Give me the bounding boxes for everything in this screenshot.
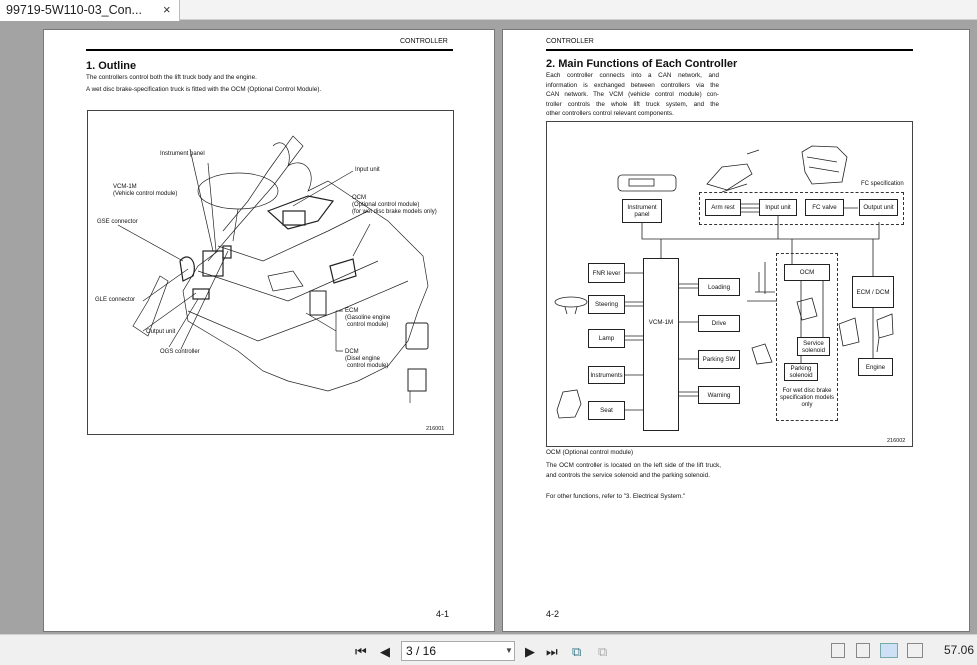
box-parking-sw: Parking SW bbox=[698, 350, 740, 369]
box-input-unit: Input unit bbox=[759, 199, 797, 216]
paragraph: The controllers control both the lift tr… bbox=[86, 74, 257, 81]
zoom-level[interactable]: 57.06 bbox=[944, 643, 975, 657]
close-tab-icon[interactable]: × bbox=[163, 2, 171, 17]
label-dcm-sub2: control module) bbox=[347, 363, 389, 369]
box-parking-solenoid: Parking solenoid bbox=[784, 363, 818, 381]
header-rule bbox=[86, 49, 453, 51]
label-ocm-sub2: (for wet disc brake models only) bbox=[352, 209, 437, 215]
box-loading: Loading bbox=[698, 278, 740, 296]
page-number: 4-1 bbox=[436, 609, 450, 619]
two-page-continuous-icon[interactable] bbox=[907, 643, 923, 658]
controller-block-diagram: FC specification Instrument panel Arm re… bbox=[546, 121, 913, 447]
continuous-icon[interactable] bbox=[856, 643, 870, 658]
prev-page-icon[interactable]: ◀ bbox=[380, 644, 390, 659]
section-title: 2. Main Functions of Each Controller bbox=[546, 58, 738, 70]
document-tab[interactable]: 99719-5W110-03_Con... bbox=[0, 0, 180, 21]
box-output-unit: Output unit bbox=[859, 199, 898, 216]
page-header: CONTROLLER bbox=[546, 38, 594, 45]
box-ocm: OCM bbox=[784, 264, 830, 281]
box-engine: Engine bbox=[858, 358, 893, 376]
wet-disc-note: For wet disc brake specification models … bbox=[779, 388, 835, 408]
first-page-icon[interactable]: ⏮ bbox=[355, 644, 367, 659]
fc-spec-group bbox=[699, 192, 904, 225]
box-drive: Drive bbox=[698, 315, 740, 332]
text-line: troller controls the whole lift truck sy… bbox=[546, 100, 719, 108]
text-line: other controllers control relevant compo… bbox=[546, 110, 674, 118]
box-seat: Seat bbox=[588, 401, 625, 420]
figure-caption: OCM (Optional control module) bbox=[546, 449, 634, 456]
tab-bar: 99719-5W110-03_Con... × bbox=[0, 0, 977, 21]
box-lamp: Lamp bbox=[588, 329, 625, 348]
box-instrument-panel: Instrument panel bbox=[622, 199, 662, 223]
two-page-icon[interactable] bbox=[880, 643, 898, 658]
label-vcm-sub: (Vehicle control module) bbox=[113, 191, 178, 197]
chevron-down-icon[interactable]: ▼ bbox=[505, 646, 513, 655]
label-gle-connector: GLE connector bbox=[95, 297, 136, 303]
label-output-unit: Output unit bbox=[146, 329, 176, 335]
next-page-icon[interactable]: ▶ bbox=[525, 644, 535, 659]
label-ogs-controller: OGS controller bbox=[160, 349, 200, 355]
text-line: information is exchanged between control… bbox=[546, 81, 719, 89]
box-warning: Warning bbox=[698, 386, 740, 404]
fit-page-icon[interactable]: ⧉ bbox=[572, 644, 582, 659]
forklift-illustration bbox=[117, 135, 429, 403]
box-vcm: VCM-1M bbox=[643, 258, 679, 431]
label-ocm: OCM bbox=[352, 195, 366, 201]
label-vcm: VCM-1M bbox=[113, 184, 137, 190]
box-steering: Steering bbox=[588, 295, 625, 314]
page-number-input[interactable]: 3 / 16 bbox=[401, 641, 515, 661]
diagram-connections bbox=[554, 145, 894, 419]
page-4-1 bbox=[43, 29, 495, 632]
box-ecm-dcm: ECM / DCM bbox=[852, 276, 894, 308]
box-service-solenoid: Service solenoid bbox=[797, 337, 830, 356]
label-gse-connector: GSE connector bbox=[97, 219, 138, 225]
box-fc-valve: FC valve bbox=[805, 199, 844, 216]
paragraph: A wet disc brake-specification truck is … bbox=[86, 86, 322, 93]
label-ocm-sub1: (Optional control module) bbox=[352, 202, 420, 208]
tab-title: 99719-5W110-03_Con... bbox=[6, 3, 142, 17]
label-dcm-sub1: (Disel engine bbox=[345, 356, 381, 362]
body-paragraph: For other functions, refer to "3. Electr… bbox=[546, 493, 686, 500]
intro-paragraph: Each controller connects into a CAN netw… bbox=[546, 71, 719, 119]
outline-figure: Instrument panel Input unit VCM-1M (Vehi… bbox=[87, 110, 454, 435]
section-title: 1. Outline bbox=[86, 60, 137, 72]
text-line: CAN network. The VCM (vehicle control mo… bbox=[546, 91, 719, 99]
figure-id: 216001 bbox=[426, 426, 445, 432]
box-instruments: Instruments bbox=[588, 366, 625, 384]
label-instrument-panel: Instrument panel bbox=[160, 151, 205, 157]
label-ecm: ECM bbox=[345, 308, 359, 314]
box-fnr-lever: FNR lever bbox=[588, 263, 625, 283]
last-page-icon[interactable]: ⏭ bbox=[546, 644, 558, 659]
page-number: 4-2 bbox=[546, 609, 560, 619]
label-dcm: DCM bbox=[345, 349, 359, 355]
wet-disc-group bbox=[776, 253, 838, 421]
fc-spec-label: FC specification bbox=[861, 181, 904, 187]
figure-id: 216002 bbox=[887, 438, 906, 444]
fit-width-icon[interactable]: ⧉ bbox=[598, 644, 608, 659]
text-line: Each controller connects into a CAN netw… bbox=[546, 72, 719, 79]
single-page-icon[interactable] bbox=[831, 643, 845, 658]
page-header: CONTROLLER bbox=[400, 38, 448, 45]
body-paragraph: The OCM controller is located on the lef… bbox=[546, 462, 721, 479]
label-input-unit: Input unit bbox=[355, 167, 380, 173]
header-rule bbox=[546, 49, 913, 51]
box-arm-rest: Arm rest bbox=[705, 199, 741, 216]
label-ecm-sub2: control module) bbox=[347, 322, 389, 328]
label-ecm-sub1: (Gasoline engine bbox=[345, 315, 391, 321]
